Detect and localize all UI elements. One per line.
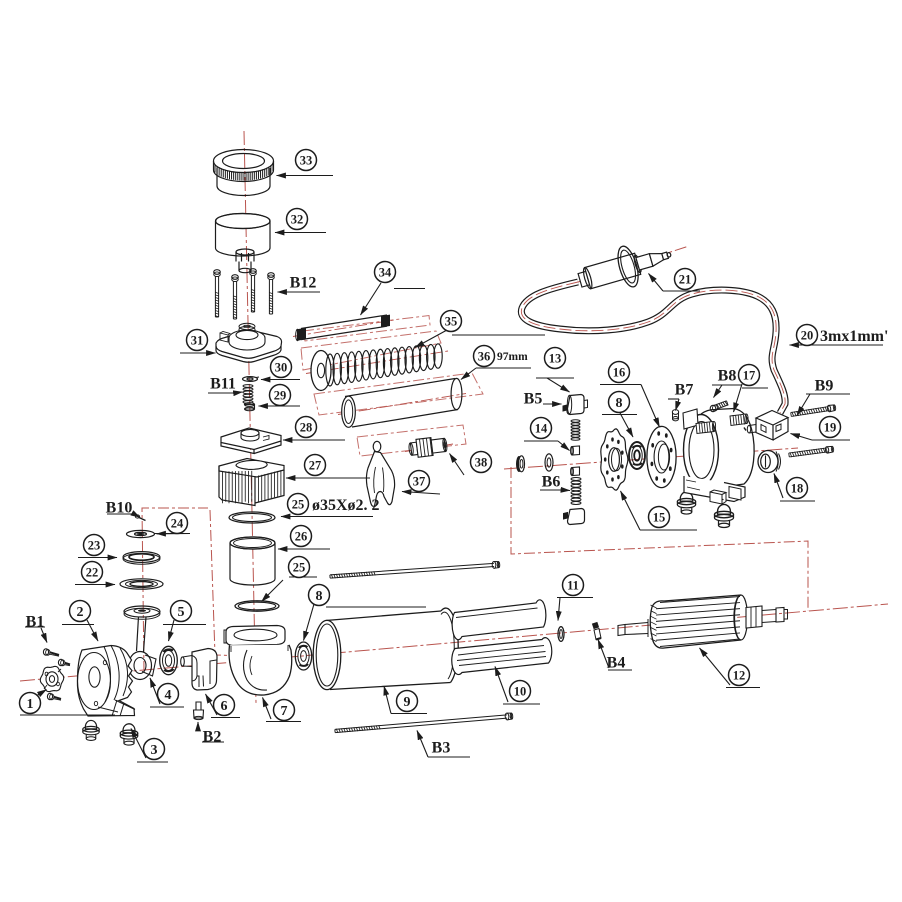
svg-text:22: 22 [86, 565, 99, 579]
svg-text:19: 19 [824, 420, 837, 434]
svg-text:ø35Xø2. 2: ø35Xø2. 2 [312, 497, 380, 514]
svg-text:17: 17 [743, 368, 756, 382]
svg-text:16: 16 [613, 365, 626, 379]
svg-text:B2: B2 [203, 729, 222, 746]
svg-text:25: 25 [293, 560, 306, 574]
svg-text:B10: B10 [106, 500, 133, 517]
svg-text:18: 18 [791, 481, 804, 495]
svg-text:3mx1mm': 3mx1mm' [820, 328, 888, 345]
svg-text:33: 33 [300, 153, 313, 167]
svg-text:4: 4 [165, 688, 172, 703]
svg-text:25: 25 [292, 497, 305, 511]
svg-text:35: 35 [445, 314, 458, 328]
svg-text:B12: B12 [290, 275, 317, 292]
svg-text:1: 1 [27, 697, 34, 712]
svg-text:36: 36 [478, 349, 491, 363]
svg-text:3: 3 [151, 743, 158, 758]
svg-text:29: 29 [274, 388, 287, 402]
svg-text:11: 11 [567, 578, 579, 592]
svg-text:8: 8 [316, 589, 323, 604]
svg-text:28: 28 [300, 420, 313, 434]
svg-text:38: 38 [475, 455, 488, 469]
svg-text:20: 20 [801, 328, 814, 342]
svg-text:B7: B7 [675, 382, 694, 399]
svg-text:24: 24 [171, 516, 184, 530]
svg-text:13: 13 [549, 351, 562, 365]
svg-text:B3: B3 [432, 740, 451, 757]
svg-text:14: 14 [535, 421, 548, 435]
svg-text:6: 6 [221, 699, 228, 714]
svg-text:23: 23 [88, 538, 101, 552]
svg-text:34: 34 [379, 265, 392, 279]
svg-text:27: 27 [309, 458, 322, 472]
svg-text:B8: B8 [718, 368, 737, 385]
svg-text:7: 7 [281, 704, 288, 719]
svg-text:21: 21 [679, 272, 692, 286]
svg-text:10: 10 [514, 684, 527, 698]
svg-text:26: 26 [295, 529, 308, 543]
svg-text:B9: B9 [815, 378, 834, 395]
svg-text:8: 8 [616, 396, 623, 411]
svg-text:2: 2 [77, 605, 84, 620]
svg-text:9: 9 [404, 695, 411, 710]
svg-text:B4: B4 [607, 655, 626, 672]
svg-text:30: 30 [275, 360, 288, 374]
svg-text:15: 15 [653, 510, 666, 524]
svg-text:5: 5 [178, 605, 185, 620]
svg-text:B11: B11 [210, 376, 236, 393]
svg-text:B1: B1 [26, 614, 45, 631]
svg-text:37: 37 [413, 474, 426, 488]
svg-text:32: 32 [291, 212, 304, 226]
svg-text:97mm: 97mm [497, 351, 528, 363]
svg-text:31: 31 [191, 333, 204, 347]
svg-text:B6: B6 [542, 474, 561, 491]
svg-text:12: 12 [733, 668, 746, 682]
svg-text:B5: B5 [524, 391, 543, 408]
